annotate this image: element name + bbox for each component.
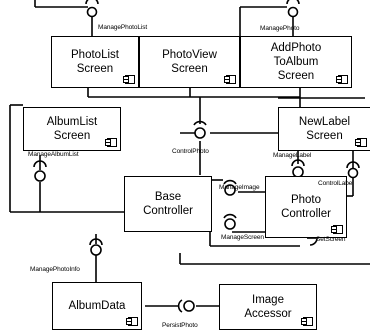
photoview-screen-label: PhotoView Screen [162,49,217,75]
base-controller: Base Controller [124,176,212,232]
component-icon [336,75,348,84]
component-icon [105,138,117,147]
interface-label: ManagePhotoList [98,24,148,31]
photoview-screen: PhotoView Screen [139,36,240,88]
albumlist-screen: AlbumList Screen [23,107,121,151]
interface-label: ManageImage [219,184,260,191]
addphoto-screen-label: AddPhoto ToAlbum Screen [270,42,322,82]
component-icon [331,225,343,234]
mp-socket [286,0,300,5]
photo-controller: Photo Controller [265,176,347,238]
ms-ball [224,218,236,230]
photo-controller-label: Photo Controller [281,194,331,220]
mi-ball [224,184,236,196]
image-accessor: Image Accessor [219,284,317,330]
cp-ball [194,127,206,139]
mpl-ball [86,6,98,18]
base-controller-label: Base Controller [143,191,193,217]
ms-socket [223,213,237,219]
newlabel-screen-label: NewLabel Screen [298,116,351,142]
interface-label: ManageLabel [273,152,312,159]
mpl-socket [85,0,99,5]
component-icon [123,75,135,84]
component-icon [224,75,236,84]
albumlist-screen-label: AlbumList Screen [46,116,98,142]
cp-socket [193,120,207,126]
interface-label: PersistPhoto [162,322,198,329]
album-data-label: AlbumData [68,300,126,312]
mal-ball [34,170,46,182]
interface-label: SetScreen [316,236,346,243]
mi-socket [223,179,237,185]
photolist-screen-label: PhotoList Screen [71,49,119,75]
newlabel-screen: NewLabel Screen [278,107,370,151]
interface-label: ManageAlbumList [28,151,79,158]
interface-label: ManagePhoto [260,25,300,32]
component-icon [126,317,138,326]
mpi-ball [90,244,102,256]
image-accessor-label: Image Accessor [244,294,292,320]
mal-socket [33,160,47,168]
cl-socket [346,161,360,169]
interface-label: ManagePhotoInfo [30,266,80,273]
component-icon [301,317,313,326]
addphoto-screen: AddPhoto ToAlbum Screen [240,36,352,88]
component-icon [355,138,367,147]
ml-socket [291,159,305,167]
pp-socket [177,299,183,313]
interface-label: ControlLabel [318,180,354,187]
mpi-socket [89,238,103,246]
photolist-screen: PhotoList Screen [51,36,139,88]
mp-ball [287,6,299,18]
album-data: AlbumData [52,282,142,330]
interface-label: ManageScreen [221,234,264,241]
cl-ball [347,167,359,179]
pp-ball [183,300,195,312]
interface-label: ControlPhoto [172,148,209,155]
